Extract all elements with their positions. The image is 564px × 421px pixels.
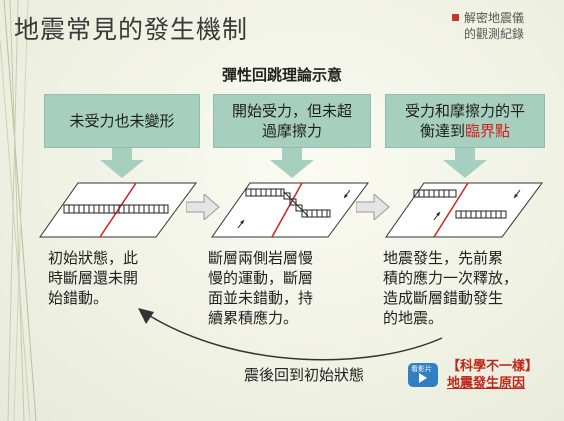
side-note-line1: 解密地震儀 (464, 11, 525, 25)
down-arrow-icon (443, 148, 487, 178)
desc-line: 造成斷層錯動發生 (383, 289, 504, 307)
stage-box-3: 受力和摩擦力的平 衡達到臨界點 (385, 94, 545, 148)
return-curve-arrow-icon (138, 308, 443, 361)
stage-box-1: 未受力也未變形 (44, 94, 200, 148)
stage-2-label-line1: 開始受力，但未超 (231, 102, 352, 120)
video-link[interactable]: 【科學不一樣】 地震發生原因 (447, 358, 538, 392)
side-note-line2: 的觀測紀錄 (464, 27, 525, 41)
right-arrow-icon (186, 194, 220, 220)
video-link-line1: 【科學不一樣】 (447, 359, 539, 374)
stage-3-label-prefix: 衡達到 (419, 122, 465, 140)
fault-diagram-rupture (385, 182, 543, 238)
bullet-icon (452, 14, 459, 21)
description-rupture: 地震發生，先前累 積的應力一次釋放， 造成斷層錯動發生 的地震。 (383, 248, 555, 328)
desc-line: 時斷層還未開 (48, 269, 139, 287)
stage-box-2: 開始受力，但未超 過摩擦力 (213, 94, 371, 148)
description-initial: 初始狀態，此 時斷層還未開 始錯動。 (48, 248, 178, 308)
stage-3-label-line1: 受力和摩擦力的平 (404, 102, 525, 120)
desc-line: 初始狀態，此 (48, 249, 139, 267)
fault-diagram-initial (39, 182, 197, 238)
down-arrow-icon (270, 148, 314, 178)
diagram-subtitle: 彈性回跳理論示意 (221, 66, 342, 84)
play-icon (419, 373, 427, 383)
down-arrow-icon (100, 148, 144, 178)
stage-2-label-line2: 過摩擦力 (261, 122, 322, 140)
desc-line: 的地震。 (383, 309, 444, 327)
right-arrow-icon (356, 194, 390, 220)
desc-line: 積的應力一次釋放， (383, 269, 519, 287)
desc-line: 慢的運動，斷層 (208, 269, 314, 287)
description-stressed: 斷層兩側岩層慢 慢的運動，斷層 面並未錯動，持 續累積應力。 (208, 248, 378, 328)
stage-3-label-critical: 臨界點 (464, 122, 510, 140)
desc-line: 地震發生，先前累 (383, 249, 504, 267)
side-note-link[interactable]: 解密地震儀 的觀測紀錄 (452, 10, 525, 42)
video-button-label: 看影片 (411, 365, 432, 373)
desc-line: 續累積應力。 (208, 309, 299, 327)
video-play-button[interactable]: 看影片 (408, 363, 438, 387)
desc-line: 面並未錯動，持 (208, 289, 314, 307)
desc-line: 斷層兩側岩層慢 (208, 249, 314, 267)
desc-line: 始錯動。 (48, 289, 109, 307)
stage-1-label: 未受力也未變形 (69, 112, 175, 130)
video-link-line2: 地震發生原因 (447, 376, 526, 391)
return-caption: 震後回到初始狀態 (244, 366, 365, 384)
page-title: 地震常見的發生機制 (14, 15, 249, 44)
fault-diagram-stressed (211, 182, 369, 238)
